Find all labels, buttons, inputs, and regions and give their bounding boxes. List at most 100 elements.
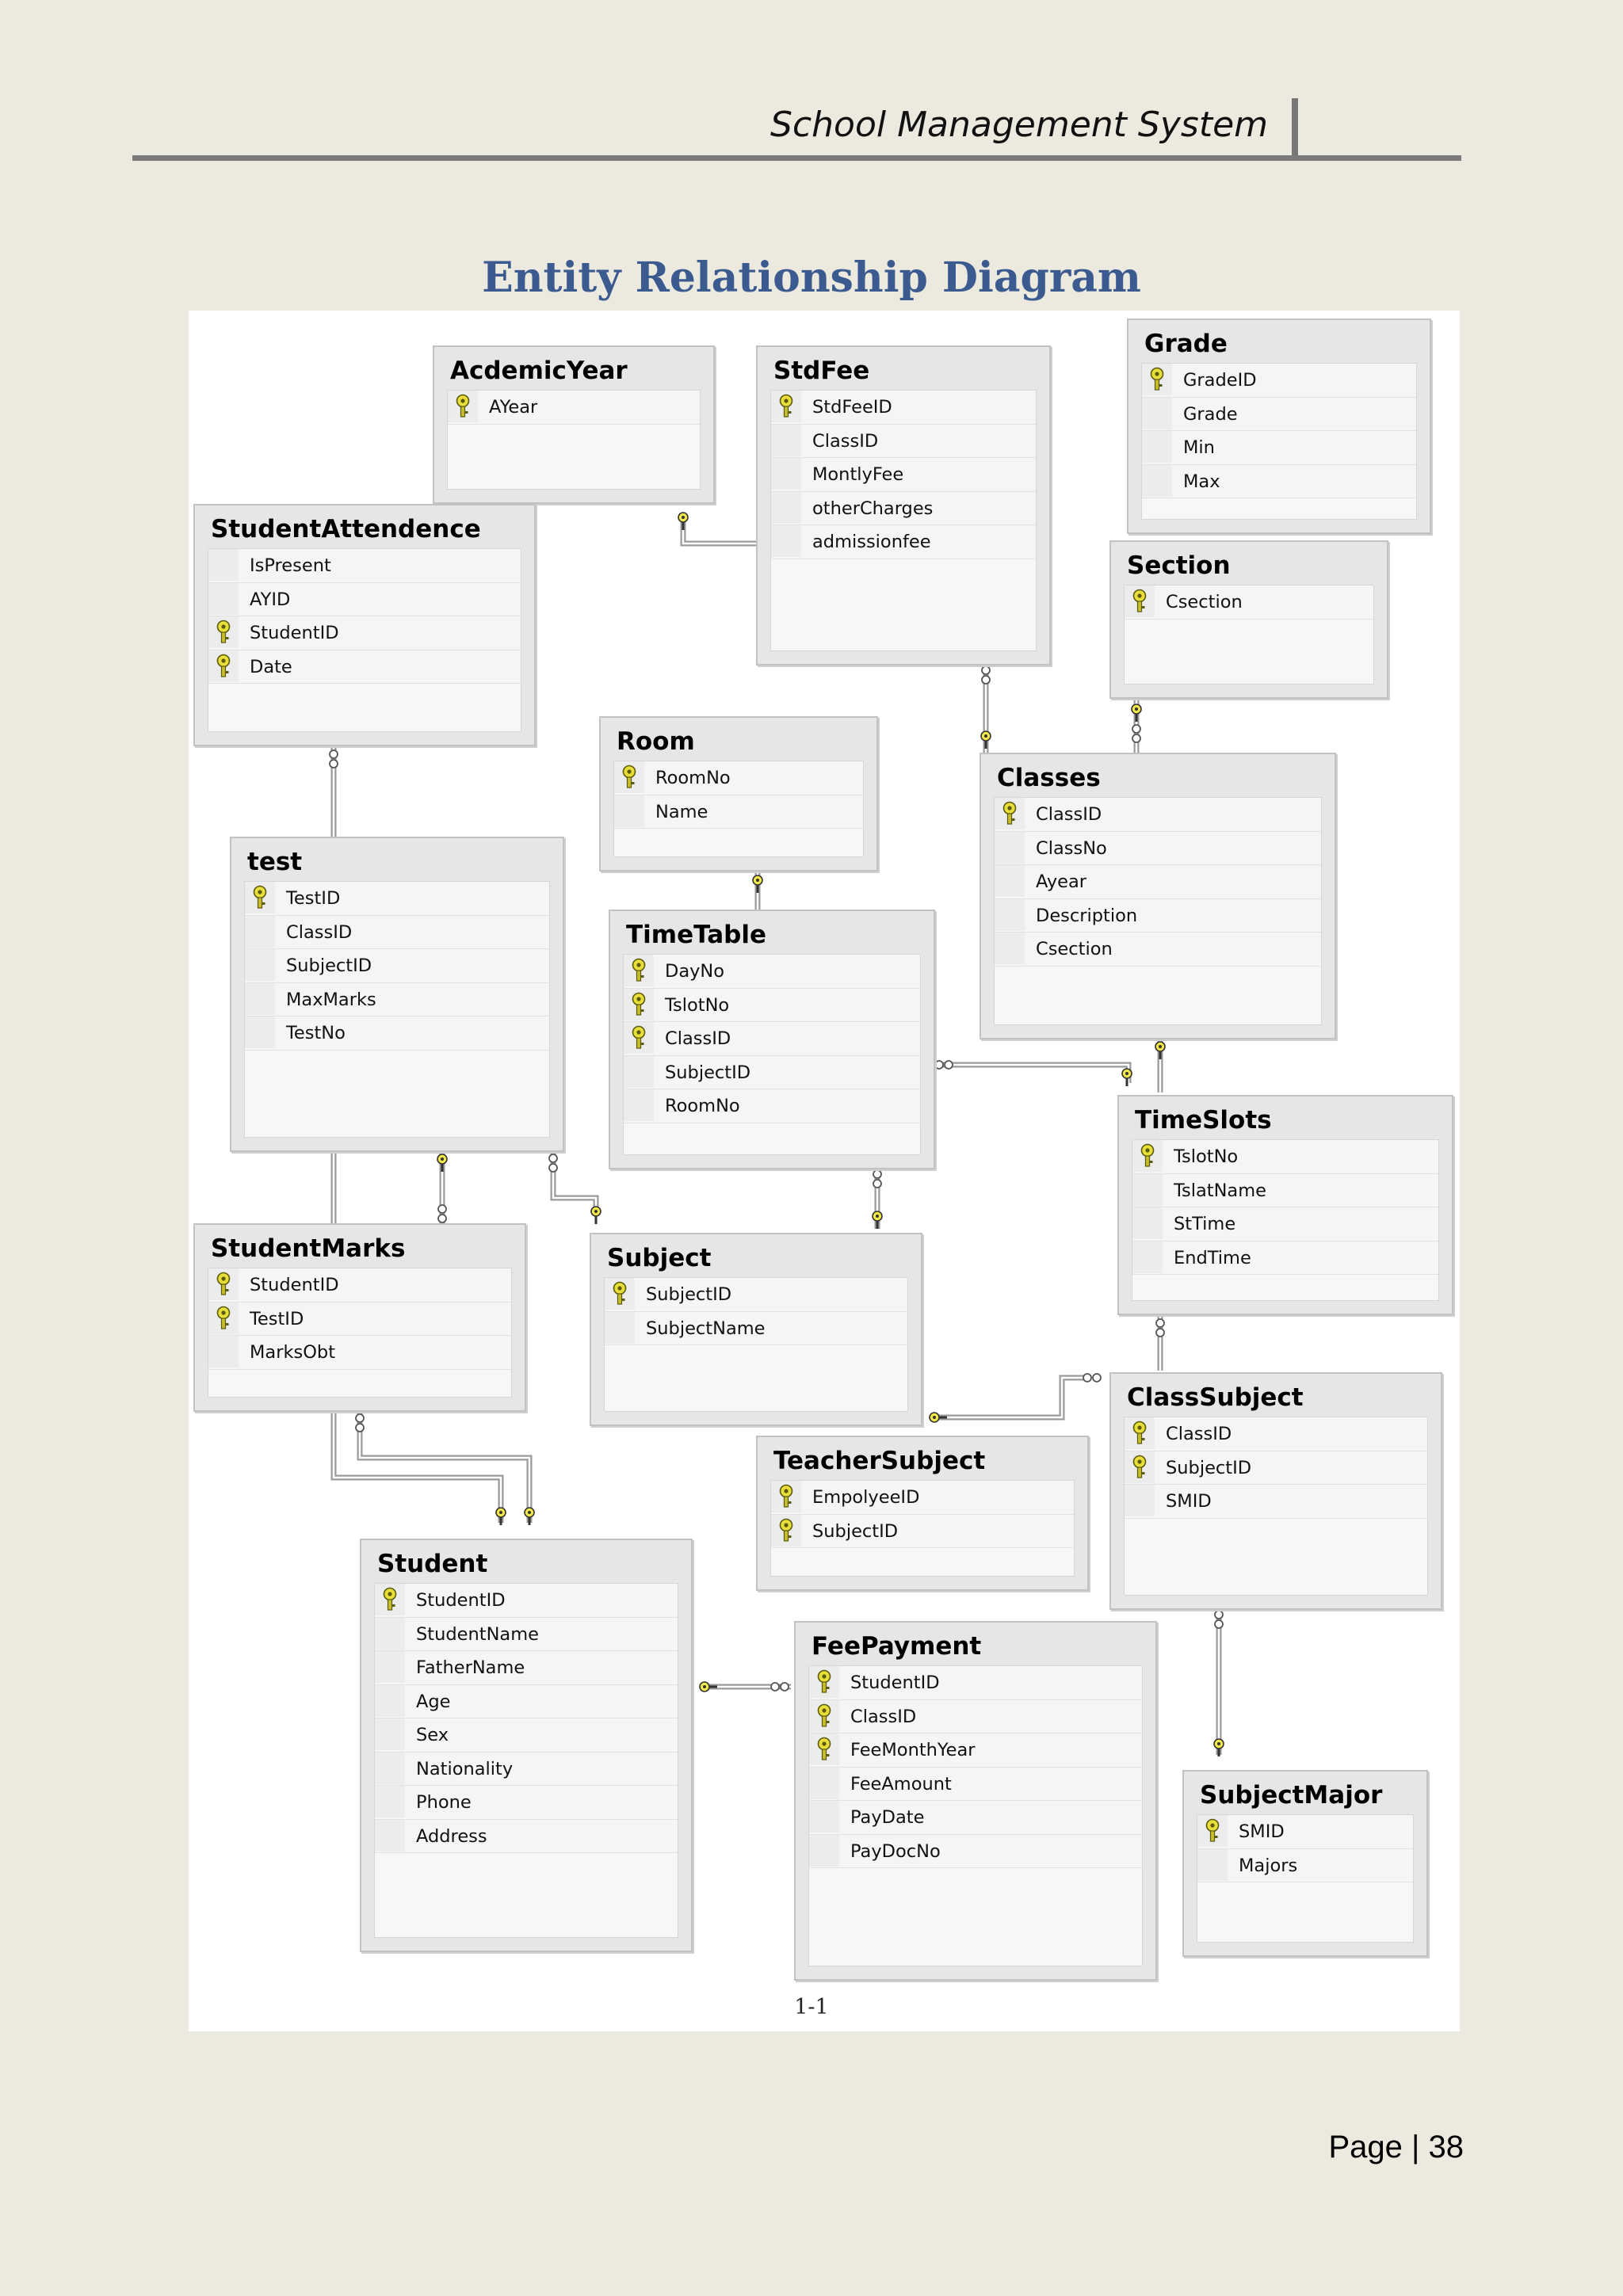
field-row: StudentID xyxy=(375,1584,678,1618)
field-marker-cell xyxy=(771,491,801,524)
field-row: AYID xyxy=(208,582,521,616)
primary-key-icon xyxy=(625,956,652,985)
field-row: StudentID xyxy=(809,1666,1142,1700)
field-name: StudentName xyxy=(416,1623,539,1645)
field-row: FeeAmount xyxy=(809,1767,1142,1801)
field-name: FatherName xyxy=(416,1657,525,1678)
primary-key-icon xyxy=(1144,365,1170,394)
field-row: SMID xyxy=(1125,1485,1427,1519)
field-row: RoomNo xyxy=(624,1089,920,1123)
field-row: FeeMonthYear xyxy=(809,1733,1142,1768)
entity-title: Section xyxy=(1127,551,1231,580)
field-row: MarksObt xyxy=(208,1336,511,1370)
field-row: StudentID xyxy=(208,1268,511,1302)
field-row: Ayear xyxy=(995,865,1321,899)
field-name: otherCharges xyxy=(812,498,934,519)
field-marker-cell xyxy=(1142,431,1172,463)
field-name: SMID xyxy=(1166,1491,1212,1512)
field-name: StudentID xyxy=(250,623,339,643)
entity-field-list: StudentID TestID MarksObt xyxy=(208,1268,512,1398)
field-marker-cell xyxy=(771,458,801,490)
field-name: MaxMarks xyxy=(286,989,376,1010)
primary-key-icon xyxy=(376,1585,403,1614)
field-row: ClassID xyxy=(1125,1417,1427,1451)
field-name: DayNo xyxy=(665,961,725,982)
field-name: admissionfee xyxy=(812,532,931,552)
diagram-title: Entity Relationship Diagram xyxy=(482,254,1141,302)
field-marker-cell xyxy=(375,1819,405,1852)
primary-key-icon xyxy=(1126,1453,1153,1482)
field-name: SubjectID xyxy=(646,1284,732,1305)
field-marker-cell xyxy=(809,1801,839,1833)
primary-key-icon xyxy=(811,1735,838,1764)
field-row: Nationality xyxy=(375,1752,678,1786)
field-marker-cell xyxy=(809,1767,839,1799)
field-name: PayDocNo xyxy=(850,1840,941,1862)
field-name: StTime xyxy=(1174,1214,1236,1234)
field-row: otherCharges xyxy=(771,491,1036,525)
field-row: Max xyxy=(1142,464,1416,498)
field-marker-cell xyxy=(375,1617,405,1650)
field-row: PayDocNo xyxy=(809,1834,1142,1868)
field-name: TslatName xyxy=(1174,1180,1266,1201)
field-name: RoomNo xyxy=(665,1096,740,1116)
field-name: Majors xyxy=(1239,1855,1298,1876)
field-marker-cell xyxy=(1132,1241,1163,1273)
field-name: Csection xyxy=(1036,939,1113,959)
field-name: ClassID xyxy=(665,1028,731,1049)
field-name: Min xyxy=(1183,437,1215,458)
primary-key-icon xyxy=(773,1516,800,1545)
field-name: TestID xyxy=(250,1308,304,1329)
field-name: Description xyxy=(1036,905,1138,926)
entity-title: StdFee xyxy=(773,357,870,385)
field-row: ClassID xyxy=(995,798,1321,832)
field-marker-cell xyxy=(375,1651,405,1683)
field-marker-cell xyxy=(375,1786,405,1817)
field-marker-cell xyxy=(995,865,1025,897)
field-marker-cell xyxy=(809,1834,839,1867)
field-row: Min xyxy=(1142,431,1416,465)
field-marker-cell xyxy=(208,582,239,615)
entity-title: StudentMarks xyxy=(211,1234,406,1263)
field-marker-cell xyxy=(375,1684,405,1717)
field-name: Age xyxy=(416,1691,451,1712)
entity-title: Subject xyxy=(607,1244,712,1272)
field-name: SMID xyxy=(1239,1821,1285,1842)
field-name: Grade xyxy=(1183,403,1238,425)
field-name: FeeMonthYear xyxy=(850,1740,976,1760)
field-marker-cell xyxy=(624,1055,654,1088)
field-name: FeeAmount xyxy=(850,1773,952,1794)
document-header-title: School Management System xyxy=(770,105,1268,145)
field-row: Phone xyxy=(375,1786,678,1820)
field-row: Csection xyxy=(995,933,1321,967)
field-marker-cell xyxy=(605,1311,635,1344)
field-name: Phone xyxy=(416,1792,472,1813)
field-row: Address xyxy=(375,1819,678,1853)
entity-title: Grade xyxy=(1144,330,1228,358)
field-row: ClassID xyxy=(771,424,1036,458)
field-name: Sex xyxy=(416,1725,449,1745)
field-name: IsPresent xyxy=(250,555,331,576)
field-row: TestNo xyxy=(245,1016,549,1051)
field-marker-cell xyxy=(1132,1207,1163,1239)
field-row: FatherName xyxy=(375,1651,678,1685)
field-marker-cell xyxy=(245,1016,275,1048)
field-row: Majors xyxy=(1197,1848,1413,1882)
primary-key-icon xyxy=(210,1270,237,1299)
primary-key-icon xyxy=(811,1668,838,1696)
page-number: Page | 38 xyxy=(1328,2130,1464,2164)
primary-key-icon xyxy=(773,392,800,421)
field-marker-cell xyxy=(245,915,275,948)
